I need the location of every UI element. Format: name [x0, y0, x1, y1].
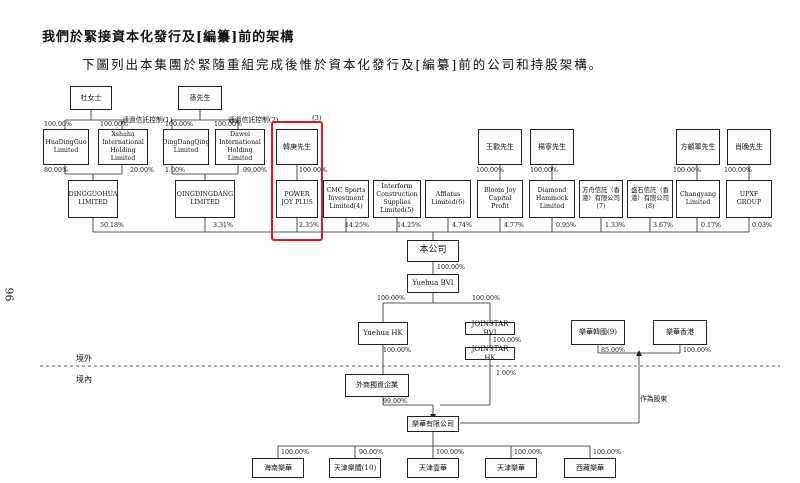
pct-joinstar-hk: 1.00%	[496, 370, 517, 377]
highlight-frame	[271, 121, 323, 241]
pct-fang-changyang: 100.00%	[673, 167, 702, 174]
shareholder-changyang: Changyang Limited	[676, 180, 720, 218]
trust-note-sun: 通過信託控制(2)	[228, 116, 279, 124]
pct-bvi-joinstar: 100.00%	[472, 295, 501, 302]
pct-qingdd: 3.31%	[213, 222, 234, 229]
joinstar-bvi: JOINSTAR BVI	[465, 320, 515, 337]
pct-du-huading: 100.00%	[44, 121, 73, 128]
pct-xshaha-dinggh: 20.00%	[130, 167, 155, 174]
sub-tianjin-leti: 天津樂體(10)	[329, 458, 381, 478]
pct-dawei-qingdd: 99.00%	[243, 167, 268, 174]
pct-powerjoy: 2.35%	[299, 222, 320, 229]
yuehua-co: 樂華有限公司	[407, 416, 459, 432]
shareholder-bloomjoy: Bloom Joy Capital Profit	[477, 180, 523, 218]
company-box: 本公司	[407, 240, 459, 262]
trust-note-han: (3)	[312, 114, 322, 122]
shareholder-dingguohua: DINGGUOHUA LIMITED	[68, 180, 118, 218]
yuehua-bvi: Yuehua BVI	[407, 274, 459, 293]
pct-xiao-upxf: 100.00%	[724, 167, 753, 174]
shareholder-fangzhou: 方舟信託（香港）有限公司(7)	[579, 180, 623, 218]
pct-dinggh: 50.18%	[100, 222, 125, 229]
pct-joinstar-bvi: 100.00%	[493, 337, 522, 344]
pct-du-xshaha: 100.00%	[100, 121, 129, 128]
holding-huadingguo: HuaDingGuo Limited	[43, 129, 89, 165]
pct-yang-diamond: 100.00%	[530, 167, 559, 174]
pct-han-powerjoy: 100.00%	[299, 167, 328, 174]
page-title: 我們於緊接資本化發行及[編纂]前的架構	[42, 30, 295, 45]
sub-tianjin-yuehua: 天津樂華	[485, 458, 537, 478]
shareholder-upxf: UPXF GROUP	[726, 180, 772, 218]
shareholder-powerjoy: POWER JOY PLUS	[276, 180, 318, 218]
pct-interform: 14.25%	[397, 222, 422, 229]
pct-afflatus: 4.74%	[452, 222, 473, 229]
pct-fangzhou: 1.33%	[605, 222, 626, 229]
joinstar-hk: JOINSTAR HK	[465, 345, 515, 362]
person-wang: 王歡先生	[478, 129, 522, 165]
pct-cmc: 14.25%	[345, 222, 370, 229]
pct-sub-xizang: 100.00%	[593, 449, 622, 456]
as-shareholder-label: 作為股東	[640, 395, 668, 403]
pct-changyang: 0.17%	[701, 222, 722, 229]
pct-bvi-hk: 100.00%	[377, 295, 406, 302]
shareholder-cmc: CMC Sports Investment Limited(4)	[323, 180, 369, 218]
person-han: 韓庚先生	[276, 129, 318, 165]
trust-note-du: 通過信託控制(1)	[122, 116, 173, 124]
pct-dingdang-qingdd: 1.00%	[165, 167, 186, 174]
sub-xizang: 西藏樂華	[564, 458, 616, 478]
shareholder-afflatus: Afflatus Limited(6)	[425, 180, 471, 218]
shareholder-interform: Interform Construction Supplies Limited(…	[373, 180, 421, 218]
holding-dingdangqing: DingDangQing Limited	[162, 129, 210, 165]
pct-wfoe: 99.00%	[383, 398, 408, 405]
pct-sun-dingdang: 100.00%	[165, 121, 194, 128]
onshore-label: 境內	[76, 375, 92, 384]
person-xiao: 肖晚先生	[727, 129, 771, 165]
pct-diamond: 0.95%	[556, 222, 577, 229]
pct-yuehua-hk-2: 100.00%	[683, 347, 712, 354]
sub-hainan: 海南樂華	[252, 458, 304, 478]
person-fang: 方顧軍先生	[676, 129, 720, 165]
pct-upxf: 0.03%	[752, 222, 773, 229]
pct-bloomjoy: 4.77%	[504, 222, 525, 229]
shareholder-diamond: Diamond Hammock Limited	[529, 180, 575, 218]
pct-wang-bloomjoy: 100.00%	[476, 167, 505, 174]
pct-company-bvi: 100.00%	[437, 264, 466, 271]
shareholder-qingdingdang: QINGDINGDANG LIMITED	[175, 180, 235, 218]
yuehua-korea: 樂華韓國(9)	[571, 320, 625, 345]
intro-paragraph: 下圖列出本集團於緊隨重組完成後惟於資本化發行及[編纂]前的公司和持股架構。	[82, 57, 604, 72]
pct-huading-dinggh: 80.00%	[44, 167, 69, 174]
holding-xshaha: Xshaha International Holding Limited	[98, 129, 148, 165]
pct-hk-wfoe: 100.00%	[383, 347, 412, 354]
pct-sub-tianjin-leti: 90.00%	[359, 449, 384, 456]
yuehua-hk-2: 樂華香港	[653, 320, 707, 345]
pct-korea: 85.00%	[601, 347, 626, 354]
shareholder-shengshi: 盛石信託（香港）有限公司(8)	[627, 180, 673, 218]
person-du: 杜女士	[70, 86, 112, 110]
yuehua-hk: Yuehua HK	[358, 322, 408, 345]
pct-sub-tianjin-yuehua: 100.00%	[514, 449, 543, 456]
wfoe-box: 外商獨資企業	[345, 374, 409, 397]
pct-sub-tianjin-yihua: 100.00%	[436, 449, 465, 456]
holding-dawei: Dawei International Holding Limited	[215, 129, 265, 165]
pct-sub-hainan: 100.00%	[281, 449, 310, 456]
pct-sun-dawei: 100.00%	[214, 121, 243, 128]
pct-shengshi: 3.67%	[653, 222, 674, 229]
offshore-label: 境外	[76, 354, 92, 363]
person-sun: 孫先生	[178, 86, 222, 110]
sub-tianjin-yihua: 天津壹華	[407, 458, 459, 478]
person-yang: 楊寧先生	[530, 129, 574, 165]
